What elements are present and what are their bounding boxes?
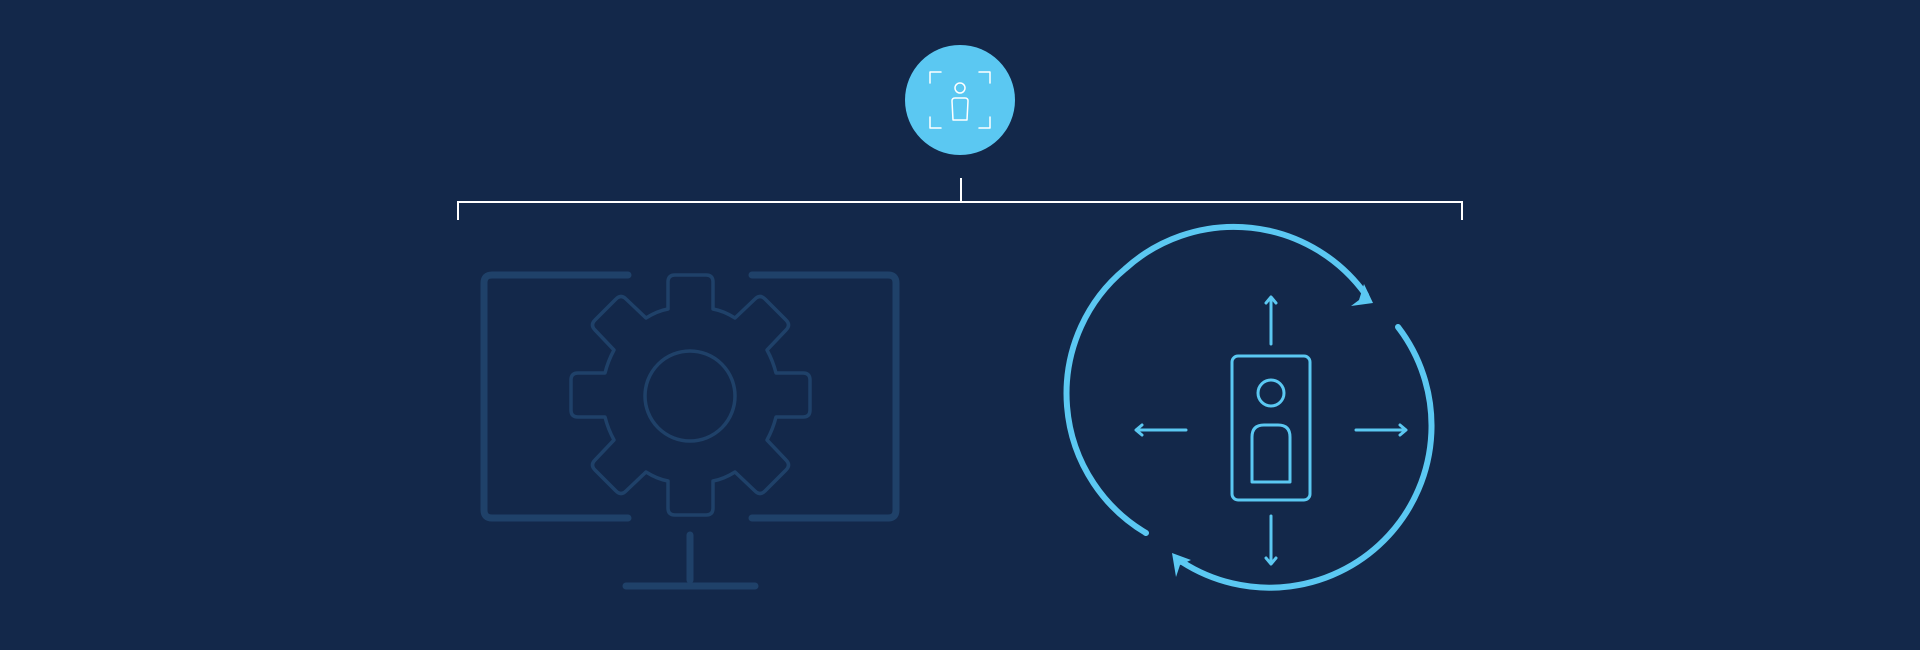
monitor-stand	[622, 531, 759, 590]
arrowheads	[1172, 284, 1373, 577]
tree-connector	[457, 178, 1463, 220]
gear-icon	[569, 273, 812, 517]
monitor-gear-icon	[480, 271, 900, 590]
device-rotation-icon	[1063, 223, 1435, 591]
root-node	[905, 45, 1015, 155]
direction-arrows-icon	[1134, 295, 1408, 566]
monitor-frame	[480, 271, 900, 522]
rotation-arrows	[1063, 223, 1435, 591]
person-focus-icon	[929, 71, 991, 129]
root-node-circle	[905, 45, 1015, 155]
phone-icon	[1230, 354, 1312, 502]
